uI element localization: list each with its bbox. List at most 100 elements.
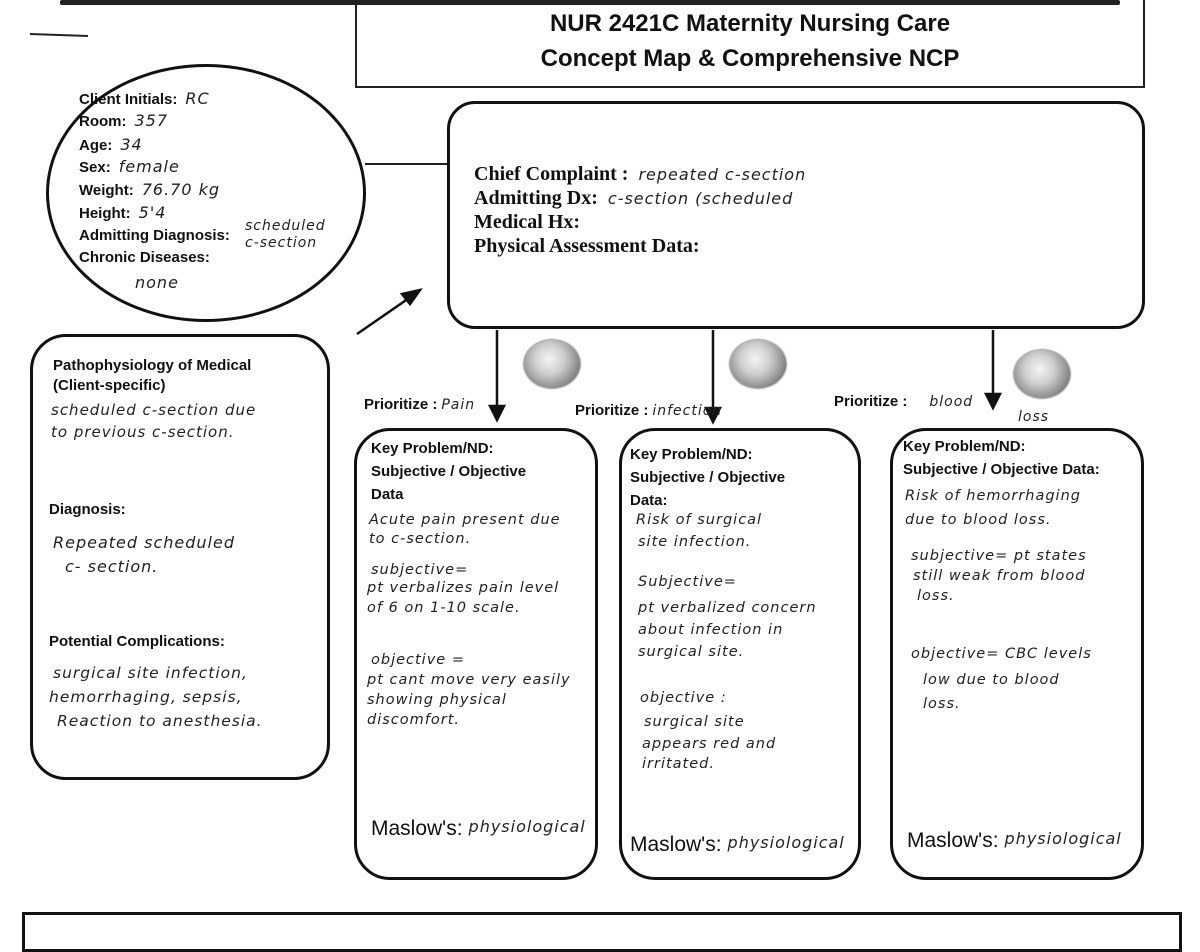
objective-text-3: loss.	[923, 696, 961, 712]
chief-complaint-box: Chief Complaint : repeated c-section Admi…	[447, 101, 1145, 329]
chief-complaint-label: Chief Complaint :	[474, 163, 629, 185]
weight-row: Weight: 76.70 kg	[79, 180, 220, 201]
prioritize-pain: Prioritize :Pain	[364, 396, 475, 414]
sex-value: female	[118, 157, 180, 176]
weight-value: 76.70 kg	[141, 180, 221, 199]
patho-text-1: scheduled c-section due	[51, 401, 257, 419]
subjective-text-2: about infection in	[638, 622, 784, 638]
admitting-dx-value: c-section (scheduled	[607, 189, 794, 208]
arrowhead-2	[487, 404, 507, 423]
age-value: 34	[120, 135, 143, 154]
subjective-objective-heading: Subjective / Objective	[371, 463, 527, 480]
objective-text-3: irritated.	[642, 756, 715, 772]
admitting-dx-label: Admitting Diagnosis:	[79, 227, 230, 244]
key-problem-box-blood-loss: Key Problem/ND: Subjective / Objective D…	[890, 428, 1144, 880]
maslow-label: Maslow's:	[630, 833, 722, 856]
objective-text-3: discomfort.	[367, 712, 460, 728]
nd-text-2: site infection.	[638, 534, 752, 550]
prioritize-value-2: loss	[1018, 409, 1050, 425]
maslow-row: Maslow's: physiological	[371, 817, 585, 841]
complications-text-2: hemorrhaging, sepsis,	[49, 688, 243, 706]
subjective-text-3: surgical site.	[638, 644, 745, 660]
maslow-row: Maslow's: physiological	[630, 833, 844, 857]
maslow-label: Maslow's:	[371, 817, 463, 840]
key-problem-heading: Key Problem/ND:	[371, 440, 494, 457]
admitting-dx-value-1: scheduled	[245, 218, 326, 234]
objective-text-1: surgical site	[644, 714, 745, 730]
complications-text-1: surgical site infection,	[53, 664, 248, 682]
age-row: Age: 34	[79, 135, 143, 156]
admitting-dx-row: Admitting Diagnosis:	[79, 227, 230, 245]
room-label: Room:	[79, 113, 127, 130]
subjective-text-1: subjective= pt states	[911, 548, 1087, 564]
client-info-circle: Client Initials: RC Room: 357 Age: 34 Sex: f…	[46, 64, 366, 322]
objective-text-2: low due to blood	[923, 672, 1060, 688]
client-initials-row: Client Initials: RC	[79, 89, 210, 110]
chief-complaint-value: repeated c-section	[638, 165, 807, 184]
prioritize-blood-loss: Prioritize : blood	[834, 393, 973, 411]
chronic-value: none	[135, 273, 179, 292]
client-initials-value: RC	[185, 89, 210, 108]
arrowhead-3	[703, 406, 723, 425]
title-box: NUR 2421C Maternity Nursing Care Concept…	[355, 0, 1145, 88]
page-top-edge	[60, 0, 1120, 5]
maslow-value: physiological	[727, 833, 845, 852]
objective-label: objective =	[371, 652, 465, 668]
nd-text-1: Risk of surgical	[636, 512, 763, 528]
complications-label: Potential Complications:	[49, 633, 225, 650]
maslow-value: physiological	[468, 817, 586, 836]
objective-text-1: pt cant move very easily	[367, 672, 571, 688]
patho-to-chief-arrow	[356, 294, 413, 336]
patho-heading-2: (Client-specific)	[53, 377, 166, 394]
subjective-text-1: pt verbalized concern	[638, 600, 817, 616]
nd-text-1: Acute pain present due	[369, 512, 561, 528]
data-heading: Data	[371, 486, 404, 503]
chronic-label: Chronic Diseases:	[79, 249, 210, 266]
priority-marker-icon	[1014, 350, 1070, 398]
pathophysiology-box: Pathophysiology of Medical (Client-speci…	[30, 334, 330, 780]
height-label: Height:	[79, 205, 131, 222]
key-problem-heading: Key Problem/ND:	[630, 446, 753, 463]
prioritize-value: Pain	[441, 397, 476, 413]
key-problem-heading: Key Problem/ND:	[903, 438, 1026, 455]
objective-text-1: objective= CBC levels	[911, 646, 1092, 662]
arrowhead-4	[983, 392, 1003, 411]
subjective-text-1: pt verbalizes pain level	[367, 580, 560, 596]
patho-heading-1: Pathophysiology of Medical	[53, 357, 252, 374]
room-row: Room: 357	[79, 111, 168, 132]
subjective-text-2: of 6 on 1-10 scale.	[367, 600, 521, 616]
nd-text-2: due to blood loss.	[905, 512, 1052, 528]
connector-line	[365, 163, 450, 165]
weight-label: Weight:	[79, 182, 134, 199]
room-value: 357	[134, 111, 169, 130]
subjective-label: subjective=	[371, 562, 469, 578]
prioritize-label: Prioritize :	[834, 393, 908, 410]
data-heading: Data:	[630, 492, 668, 509]
prioritize-value: infection	[652, 403, 723, 419]
prioritize-value: blood	[929, 394, 974, 410]
age-label: Age:	[79, 137, 113, 154]
admitting-dx-label-2: Admitting Dx:	[474, 187, 598, 209]
prioritize-infection: Prioritize :infection	[575, 402, 722, 420]
physical-assessment-label: Physical Assessment Data:	[474, 235, 700, 257]
complications-text-3: Reaction to anesthesia.	[57, 712, 263, 730]
objective-text-2: showing physical	[367, 692, 507, 708]
key-problem-box-infection: Key Problem/ND: Subjective / Objective D…	[619, 428, 861, 880]
subjective-objective-heading: Subjective / Objective Data:	[903, 461, 1100, 478]
prioritize-label: Prioritize :	[575, 402, 649, 419]
arrowhead-1	[399, 288, 423, 307]
priority-marker-icon	[730, 340, 786, 388]
maslow-row: Maslow's:physiological	[907, 829, 1121, 853]
chronic-row: Chronic Diseases:	[79, 249, 210, 267]
nd-text-2: to c-section.	[369, 531, 472, 547]
sex-label: Sex:	[79, 159, 111, 176]
nd-text-1: Risk of hemorrhaging	[905, 488, 1081, 504]
client-initials-label: Client Initials:	[79, 91, 178, 108]
subjective-text-3: loss.	[917, 588, 955, 604]
objective-text-2: appears red and	[642, 736, 777, 752]
diagnosis-label: Diagnosis:	[49, 501, 126, 518]
subjective-objective-heading: Subjective / Objective	[630, 469, 786, 486]
subjective-text-2: still weak from blood	[913, 568, 1086, 584]
diagnosis-text-1: Repeated scheduled	[53, 533, 235, 552]
